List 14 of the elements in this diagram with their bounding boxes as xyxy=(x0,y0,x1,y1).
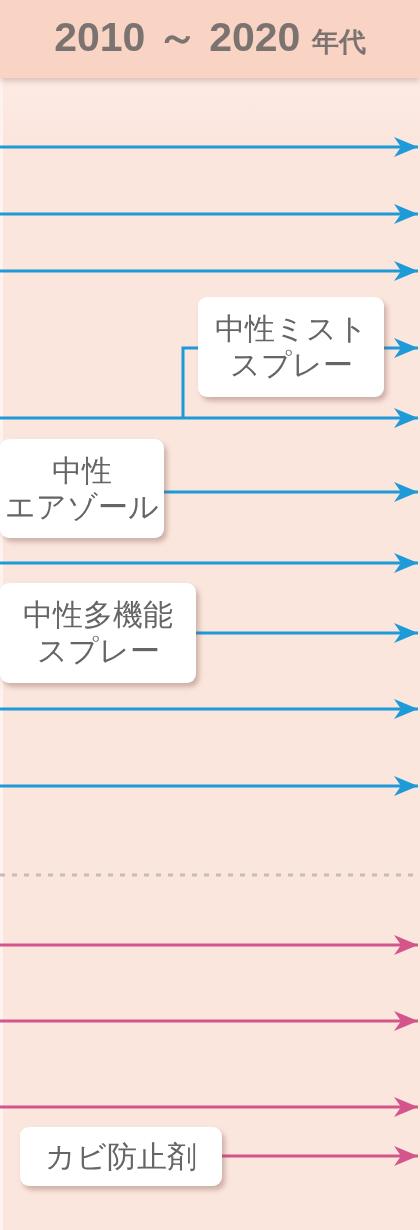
arrow xyxy=(196,623,418,643)
column-heading: 2010 ～ 2020 年代 xyxy=(54,12,366,62)
label-box xyxy=(20,1127,222,1186)
arrow xyxy=(222,1146,418,1166)
product-label: カビ防止剤 xyxy=(45,1138,197,1175)
label-box xyxy=(198,297,384,397)
label-box xyxy=(0,583,196,683)
arrow xyxy=(164,482,418,502)
product-label: 中性多機能スプレー xyxy=(23,597,173,669)
product-label: 中性エアゾール xyxy=(5,452,159,525)
connector-line xyxy=(181,346,198,418)
product-label: 中性ミストスプレー xyxy=(214,311,368,383)
label-box xyxy=(0,439,164,538)
arrow xyxy=(384,338,418,358)
